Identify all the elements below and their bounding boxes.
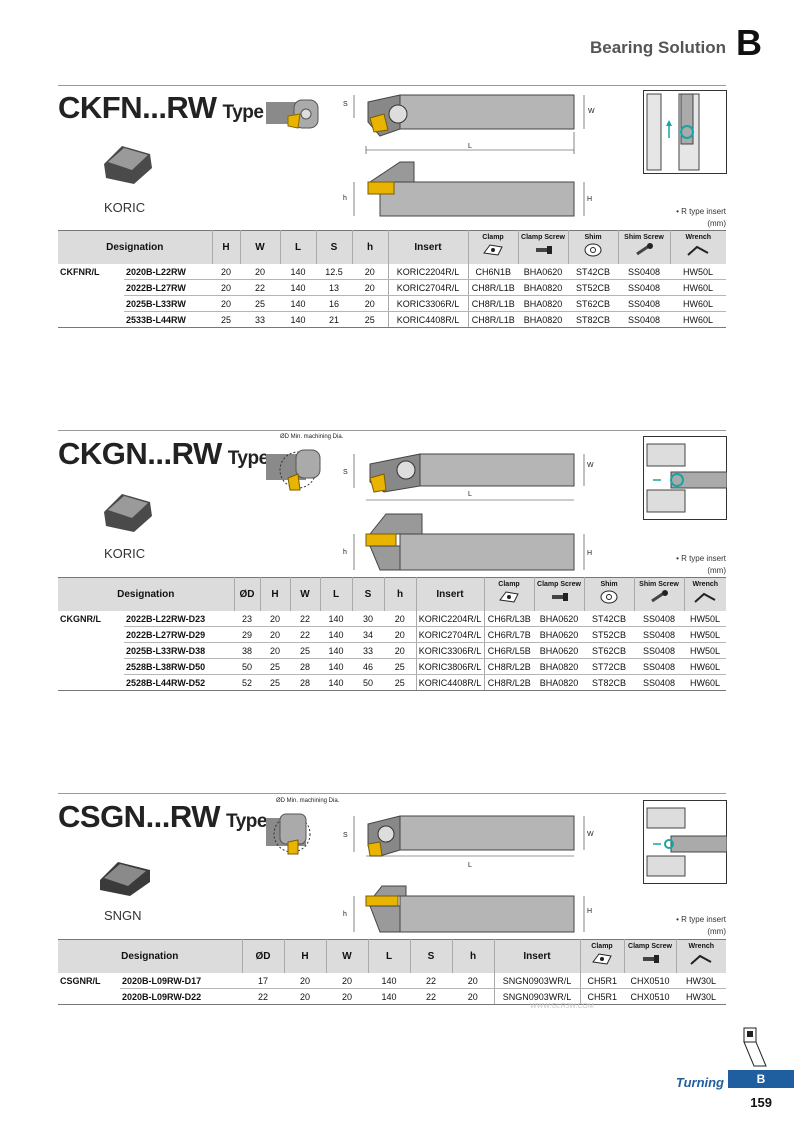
header-title: Bearing Solution	[590, 38, 726, 57]
koric-insert-image	[104, 494, 152, 532]
section-divider	[58, 85, 726, 86]
note-r-type: • R type insert (mm)	[676, 915, 726, 936]
shim-icon	[600, 590, 618, 604]
clamp-screw-icon	[552, 593, 568, 601]
note-r-type: • R type insert (mm)	[676, 207, 726, 228]
application-diagram	[643, 800, 727, 884]
tool-head-thumbnail	[266, 449, 321, 491]
application-diagram	[643, 436, 727, 520]
machining-dia-label: ØD Min. machining Dia.	[280, 434, 344, 440]
sngn-insert-image	[100, 862, 150, 896]
clamp-screw-icon	[536, 246, 552, 254]
shim-icon	[584, 243, 602, 257]
clamp-icon	[499, 591, 519, 603]
table-header-row: Designation ØD H W L S h Insert Clamp Cl…	[58, 577, 726, 611]
clamp-icon	[592, 953, 612, 965]
insert-name: KORIC	[104, 200, 146, 215]
footer-section-label: Turning	[675, 1075, 724, 1090]
shim-screw-icon	[636, 243, 653, 256]
tool-head-thumbnail	[266, 813, 311, 855]
section-divider	[58, 793, 726, 794]
tool-head-thumbnail	[266, 99, 319, 129]
note-r-type: • R type insert (mm)	[676, 554, 726, 575]
section-divider	[58, 430, 726, 431]
table-header-row: Designation H W L S h Insert Clamp Clamp…	[58, 230, 726, 264]
turning-tool-icon	[743, 1027, 767, 1067]
table-header-row: Designation ØD H W L S h Insert Clamp Cl…	[58, 939, 726, 973]
clamp-screw-icon	[643, 955, 659, 963]
wrench-icon	[690, 954, 712, 965]
insert-name: KORIC	[104, 546, 146, 561]
header-letter: B	[736, 22, 762, 63]
shim-screw-icon	[651, 590, 668, 603]
koric-insert-image	[104, 146, 152, 184]
insert-name: SNGN	[104, 908, 142, 923]
wrench-icon	[687, 245, 709, 256]
holder-top-view	[353, 453, 585, 501]
watermark: WWW.GLRJW.COM	[530, 1003, 594, 1010]
holder-top-view	[353, 815, 585, 857]
wrench-icon	[694, 592, 716, 603]
page-number: 159	[750, 1095, 772, 1110]
spec-table-csgn: Designation ØD H W L S h Insert Clamp Cl…	[58, 939, 726, 1005]
spec-table-ckgn: Designation ØD H W L S h Insert Clamp Cl…	[58, 577, 726, 691]
spec-table-ckfn: Designation H W L S h Insert Clamp Clamp…	[58, 230, 726, 328]
application-diagram	[643, 90, 727, 174]
clamp-icon	[483, 244, 503, 256]
holder-top-view	[353, 94, 585, 154]
holder-side-view	[353, 161, 585, 217]
holder-side-view	[353, 885, 585, 933]
holder-side-view	[353, 513, 585, 571]
footer-tab: B	[728, 1070, 794, 1088]
machining-dia-label: ØD Min. machining Dia.	[276, 798, 340, 804]
